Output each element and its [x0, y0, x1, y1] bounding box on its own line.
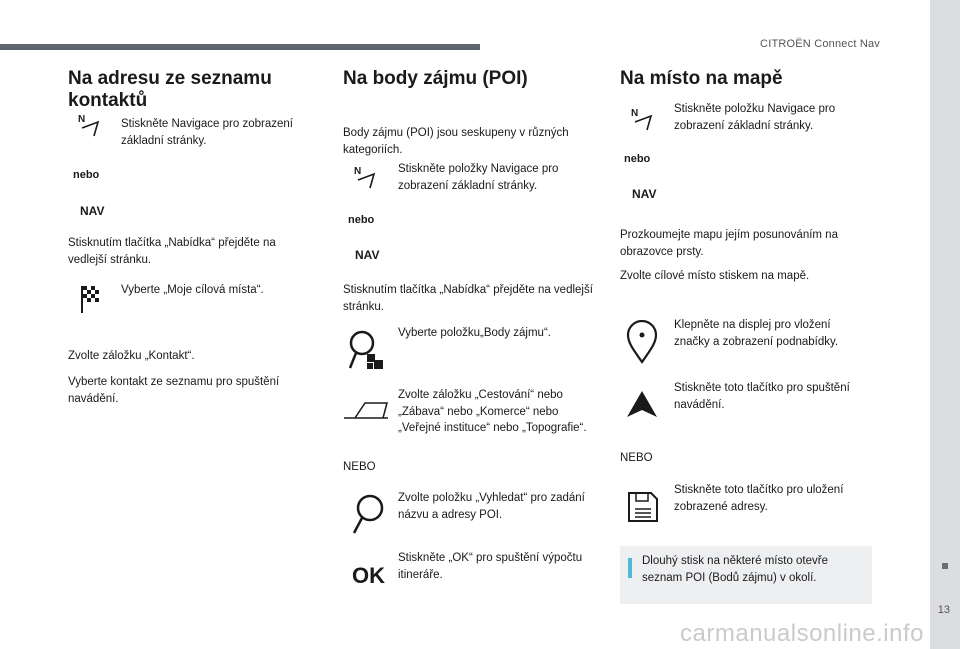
contacts-step-destinations: Vyberte „Moje cílová místa“. [121, 284, 264, 296]
save-icon [626, 490, 660, 524]
poi-step-ok: Stiskněte „OK“ pro spuštění výpočtu itin… [398, 552, 583, 581]
ok-button-icon: OK [352, 563, 385, 588]
info-text: Dlouhý stisk na některé místo otevře sez… [642, 555, 828, 584]
page-marker [942, 563, 948, 569]
map-step-explore: Prozkoumejte mapu jejím posunováním na o… [620, 229, 838, 258]
navigate-arrow-icon [626, 390, 658, 418]
map-step-choose: Zvolte cílové místo stiskem na mapě. [620, 270, 810, 282]
page-number: 13 [937, 604, 950, 616]
svg-text:N: N [631, 108, 638, 119]
nav-button-icon: NAV [80, 204, 105, 218]
info-callout: Dlouhý stisk na některé místo otevře sez… [620, 546, 872, 604]
map-step-navigate: Stiskněte toto tlačítko pro spuštění nav… [674, 382, 850, 411]
checkered-flag-icon [80, 284, 102, 314]
section-title-map: Na místo na mapě [620, 68, 783, 89]
map-step-save: Stiskněte toto tlačítko pro uložení zobr… [674, 484, 844, 513]
poi-intro: Body zájmu (POI) jsou seskupeny v různýc… [343, 127, 569, 156]
navigation-icon: N [629, 106, 655, 132]
page-margin-bar [930, 0, 960, 649]
navigation-icon: N [352, 164, 378, 190]
poi-step-navigation: Stiskněte položky Navigace pro zobrazení… [398, 163, 559, 192]
brand-title: CITROËN Connect Nav [760, 38, 880, 50]
poi-step-category: Vyberte položku„Body zájmu“. [398, 327, 551, 339]
contacts-step-tab: Zvolte záložku „Kontakt“. [68, 350, 195, 362]
or-label-upper: NEBO [620, 452, 653, 464]
contacts-step-menu: Stisknutím tlačítka „Nabídka“ přejděte n… [68, 237, 276, 266]
map-step-navigation: Stiskněte položku Navigace pro zobrazení… [674, 103, 836, 132]
map-pin-icon [626, 320, 658, 364]
section-title-contacts: Na adresu ze seznamu kontaktů [68, 68, 272, 111]
poi-step-menu: Stisknutím tlačítka „Nabídka“ přejděte n… [343, 284, 593, 313]
navigation-icon: N [76, 112, 102, 138]
or-label: nebo [73, 169, 100, 181]
contacts-step-navigation: Stiskněte Navigace pro zobrazení základn… [121, 118, 293, 147]
svg-text:N: N [78, 114, 85, 125]
poi-search-icon [347, 330, 387, 372]
poi-step-search: Zvolte položku „Vyhledat“ pro zadání náz… [398, 492, 585, 521]
map-step-pin: Klepněte na displej pro vložení značky a… [674, 319, 839, 348]
poi-step-tabs: Zvolte záložku „Cestování“ nebo „Zábava“… [398, 389, 587, 434]
header-rule [0, 44, 480, 50]
nav-button-icon: NAV [355, 248, 380, 262]
svg-text:N: N [354, 166, 361, 177]
section-title-poi: Na body zájmu (POI) [343, 68, 528, 89]
contacts-step-select: Vyberte kontakt ze seznamu pro spuštění … [68, 376, 280, 405]
or-label-upper: NEBO [343, 461, 376, 473]
or-label: nebo [624, 153, 651, 165]
or-label: nebo [348, 214, 375, 226]
nav-button-icon: NAV [632, 187, 657, 201]
watermark: carmanualsonline.info [680, 620, 924, 647]
info-icon [628, 558, 632, 578]
category-tabs-icon [343, 400, 389, 420]
search-icon [350, 493, 386, 535]
